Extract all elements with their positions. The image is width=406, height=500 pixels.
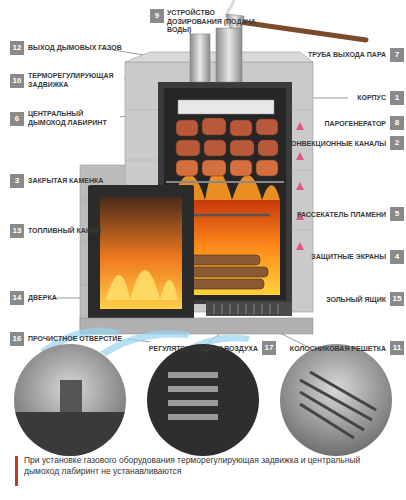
part-label: ТРУБА ВЫХОДА ПАРА xyxy=(286,51,386,60)
part-label: КОРПУС xyxy=(320,94,386,103)
callout-number: 7 xyxy=(390,48,404,62)
callout-number: 5 xyxy=(390,207,404,221)
callout-number: 10 xyxy=(10,74,24,88)
part-label: ВЫХОД ДЫМОВЫХ ГАЗОВ xyxy=(28,44,138,53)
callout-number: 15 xyxy=(390,292,404,306)
callout-number: 4 xyxy=(390,250,404,264)
part-label: ПАРОГЕНЕРАТОР xyxy=(296,120,386,129)
part-label: ЗОЛЬНЫЙ ЯЩИК xyxy=(292,296,386,305)
callout-number: 1 xyxy=(390,91,404,105)
callout-number: 16 xyxy=(10,332,24,346)
part-label: ЦЕНТРАЛЬНЫЙ ДЫМОХОД ЛАБИРИНТ xyxy=(28,110,120,127)
part-label: УСТРОЙСТВО ДОЗИРОВАНИЯ (ПОДАЧА ВОДЫ) xyxy=(167,9,259,35)
part-label: КОНВЕКЦИОННЫЕ КАНАЛЫ xyxy=(266,140,386,149)
part-label: ПРОЧИСТНОЕ ОТВЕРСТИЕ xyxy=(28,335,133,344)
callout-number: 12 xyxy=(10,41,24,55)
part-label: ДВЕРКА xyxy=(28,294,88,303)
part-label: ЗАЩИТНЫЕ ЭКРАНЫ xyxy=(286,253,386,262)
part-label: ТОПЛИВНЫЙ КАНАЛ xyxy=(28,227,118,236)
callout-number: 8 xyxy=(390,116,404,130)
part-label: РЕГУЛЯТОР ПОДАЧИ ВОЗДУХА xyxy=(134,345,258,354)
part-label: ЗАКРЫТАЯ КАМЕНКА xyxy=(28,177,128,186)
callout-number: 9 xyxy=(150,9,164,23)
part-label: РАССЕКАТЕЛЬ ПЛАМЕНИ xyxy=(276,211,386,220)
part-label: КОЛОСНИКОВАЯ РЕШЕТКА xyxy=(276,345,386,354)
callout-number: 14 xyxy=(10,291,24,305)
callout-number: 17 xyxy=(262,341,276,355)
part-label: ТЕРМОРЕГУЛИРУЮЩАЯ ЗАДВИЖКА xyxy=(28,72,124,89)
callout-number: 2 xyxy=(390,136,404,150)
callout-number: 3 xyxy=(10,174,24,188)
note-text: При установке газового оборудования терм… xyxy=(24,455,394,477)
callout-number: 13 xyxy=(10,224,24,238)
callout-number: 6 xyxy=(10,112,24,126)
callout-number: 11 xyxy=(390,341,404,355)
